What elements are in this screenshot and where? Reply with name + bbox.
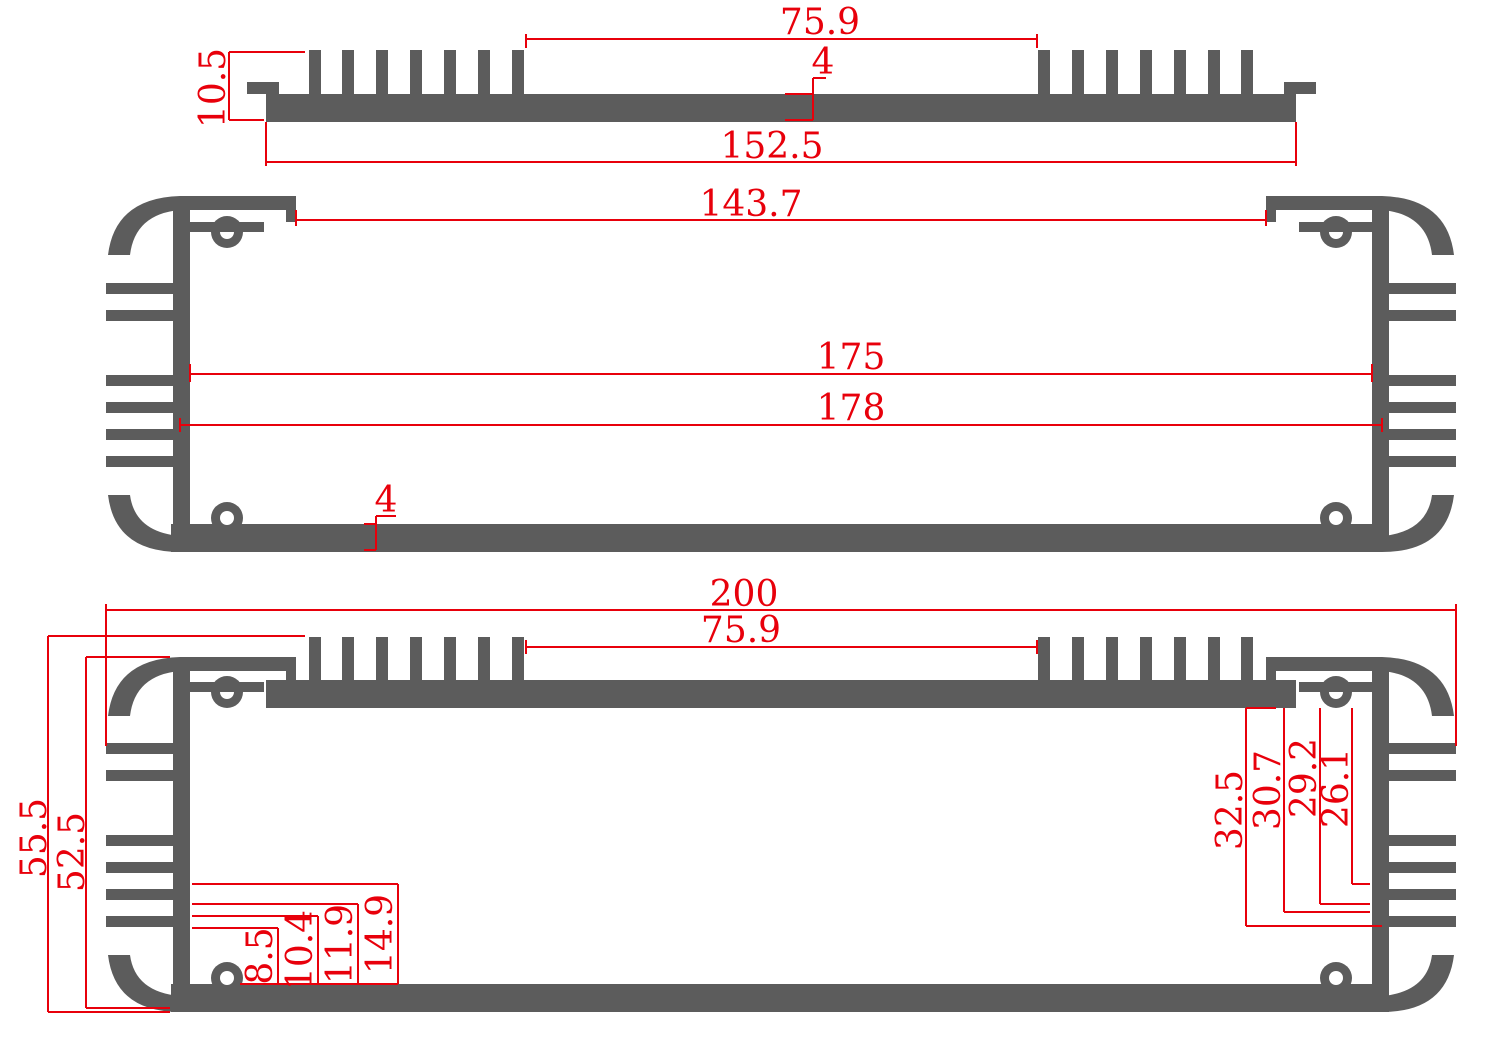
top-cover-profile xyxy=(247,50,1316,122)
dim-asm-left-slot-3: 11.9 xyxy=(320,904,361,984)
assembly-profile xyxy=(106,637,1456,1012)
assembly-cover-plate xyxy=(266,680,1296,708)
dim-asm-fin-gap: 75.9 xyxy=(701,610,781,651)
dim-asm-left-slot-4: 14.9 xyxy=(360,894,401,974)
cover-right-fins xyxy=(1038,50,1253,94)
dim-asm-right-slot-4: 26.1 xyxy=(1316,748,1357,828)
base-left-fins xyxy=(106,283,190,473)
cover-left-fins xyxy=(309,50,524,94)
base-bottom-plate xyxy=(171,524,1382,552)
dim-mid-top-opening: 143.7 xyxy=(699,184,802,225)
assembly-right-wall xyxy=(1372,666,1389,1012)
dim-asm-inner-height: 52.5 xyxy=(52,812,93,892)
base-right-upper-arc xyxy=(1266,196,1454,255)
dim-mid-groove-width: 178 xyxy=(817,388,886,429)
assembly-cover-right-fins xyxy=(1038,637,1253,680)
base-right-fins xyxy=(1372,283,1456,473)
cover-right-lip xyxy=(1284,82,1316,94)
assembly-left-wall xyxy=(173,666,190,1012)
base-channel-profile xyxy=(106,196,1456,552)
dim-top-overall-width: 152.5 xyxy=(720,126,823,167)
base-right-lower-arc xyxy=(1372,495,1454,552)
dim-asm-right-slot-3: 29.2 xyxy=(1284,738,1325,818)
base-left-upper-arc xyxy=(108,196,296,255)
cover-base-plate xyxy=(266,94,1296,122)
base-left-lower-arc xyxy=(108,495,190,552)
dim-asm-right-slot-2: 30.7 xyxy=(1248,750,1289,830)
dim-top-fin-gap: 75.9 xyxy=(780,2,860,43)
assembly-view-dimensions: 200 75.9 55.5 52.5 8.5 10.4 11.9 xyxy=(14,574,1457,1013)
dim-mid-wall-thickness: 4 xyxy=(375,480,398,521)
dim-asm-outer-height: 55.5 xyxy=(14,798,55,878)
dim-asm-overall-width: 200 xyxy=(710,574,779,615)
dim-mid-inner-width: 175 xyxy=(817,337,886,378)
base-left-wall xyxy=(173,205,190,551)
base-right-wall xyxy=(1372,205,1389,551)
assembly-bottom-plate xyxy=(171,984,1382,1012)
assembly-left-fins xyxy=(106,743,190,937)
dim-asm-left-slots: 8.5 10.4 11.9 14.9 xyxy=(192,883,401,990)
cover-left-lip xyxy=(247,82,279,94)
dim-asm-right-slots: 32.5 30.7 29.2 26.1 xyxy=(1210,707,1382,927)
middle-view-dimensions: 143.7 175 178 4 xyxy=(179,184,1383,551)
assembly-right-fins xyxy=(1372,743,1456,937)
dim-top-fin-height: 10.5 xyxy=(193,48,234,128)
top-view-dimensions: 75.9 4 10.5 152.5 xyxy=(193,2,1297,167)
dim-asm-right-slot-1: 32.5 xyxy=(1210,770,1251,850)
dim-asm-left-slot-1: 8.5 xyxy=(240,927,281,984)
dim-top-base-thickness: 4 xyxy=(812,42,835,83)
assembly-cover-left-fins xyxy=(309,637,524,680)
dim-asm-left-slot-2: 10.4 xyxy=(280,910,321,990)
